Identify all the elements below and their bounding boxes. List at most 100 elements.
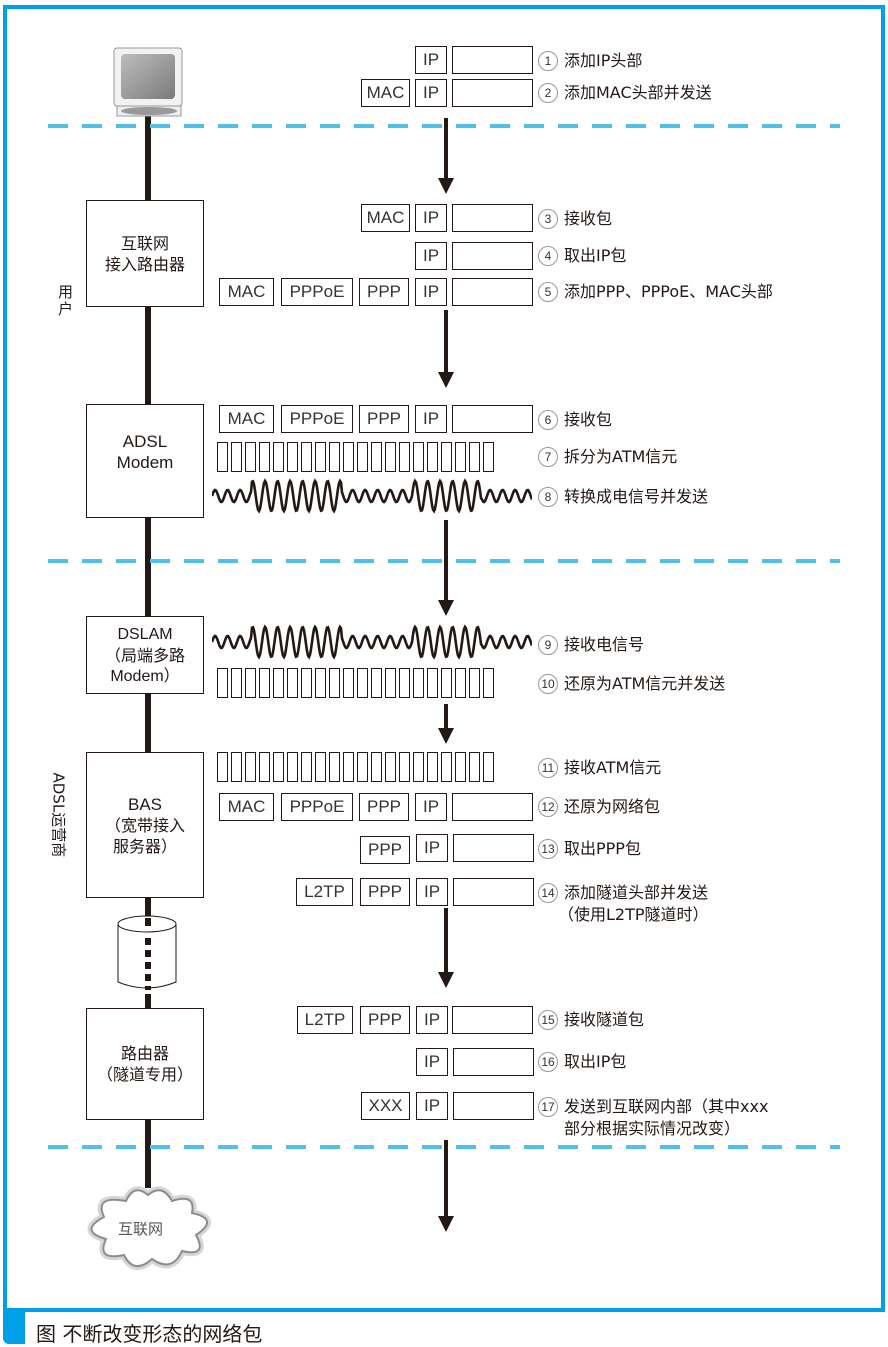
atm-cell [245,752,256,782]
header-ppp: PPP [359,405,409,433]
step-number: 2 [538,83,558,103]
step-text: 转换成电信号并发送 [564,487,709,506]
electric-signal-wave [212,624,532,660]
step-number: 13 [538,839,558,859]
step-text: 还原为ATM信元并发送 [564,674,726,693]
step-text: 添加IP头部 [564,51,643,70]
atm-cell [413,668,424,698]
header-l2tp: L2TP [297,1006,353,1034]
dslam: DSLAM （局端多路 Modem） [86,616,204,694]
flow-arrow [438,310,454,388]
header-pppoe: PPPoE [281,405,353,433]
step-number: 3 [538,209,558,229]
atm-cell [231,442,242,472]
atm-cell [259,752,270,782]
step-text: 添加PPP、PPPoE、MAC头部 [564,282,773,301]
node-label: DSLAM [117,625,173,643]
header-ip: IP [415,79,447,107]
atm-cell [329,442,340,472]
atm-cell [231,752,242,782]
step-text-cont: 部分根据实际情况改变） [564,1119,741,1138]
header-ip: IP [415,46,447,74]
atm-cell [455,442,466,472]
atm-cells [217,752,494,782]
atm-cell [385,752,396,782]
atm-cell [483,752,494,782]
header-ip: IP [416,1048,448,1076]
internet-access-router: 互联网 接入路由器 [86,200,204,307]
step-text: 拆分为ATM信元 [564,447,678,466]
atm-cell [287,442,298,472]
caption-marker [3,1312,25,1344]
atm-cell [441,752,452,782]
link-line [145,896,151,918]
node-label: （局端多路 [104,645,185,665]
atm-cell [371,752,382,782]
step-number: 10 [538,674,558,694]
atm-cell [371,442,382,472]
step-text: 取出IP包 [564,246,627,265]
figure-caption: 图 不断改变形态的网络包 [36,1322,263,1346]
header-mac: MAC [361,204,410,232]
step-text: 接收ATM信元 [564,758,662,777]
tunnel-router: 路由器 （隧道专用） [86,1008,204,1120]
atm-cell [329,668,340,698]
node-label: Modem [116,453,174,472]
header-ip: IP [415,278,447,306]
cloud-icon [87,1186,211,1270]
zone-label-text: ADSL运营商 [49,772,68,858]
atm-cell [273,752,284,782]
link-line [145,116,151,202]
payload [452,793,533,821]
internet-label: 互联网 [118,1220,164,1238]
bas: BAS （宽带接入 服务器） [86,752,204,898]
step-number: 15 [538,1010,558,1030]
atm-cell [441,668,452,698]
atm-cell [399,752,410,782]
step-text-cont: （使用L2TP隧道时） [558,905,709,924]
header-ppp: PPP [359,278,409,306]
step-text: 接收包 [564,410,613,429]
step-number: 14 [538,883,558,903]
payload [452,46,533,74]
step-text: 取出PPP包 [564,839,641,858]
node-label: 互联网 [120,233,169,253]
zone-label-text: 用户 [58,283,74,318]
header-ip: IP [416,1092,448,1120]
atm-cell [455,752,466,782]
step-number: 12 [538,797,558,817]
step-text: 接收电信号 [564,635,645,654]
step-text: 接收隧道包 [564,1010,645,1029]
header-mac: MAC [219,793,274,821]
computer-icon [113,47,183,117]
payload [452,204,533,232]
node-label: Modem） [110,667,180,685]
link-line [145,306,151,406]
link-line [145,994,151,1008]
atm-cell [427,752,438,782]
step-number: 4 [538,246,558,266]
atm-cell [413,442,424,472]
flow-arrow [438,118,454,194]
atm-cell [385,668,396,698]
atm-cell [343,752,354,782]
payload [452,405,533,433]
signal-path [212,478,532,514]
header-pppoe: PPPoE [281,278,353,306]
payload [452,242,533,270]
node-label: （宽带接入 [104,815,185,835]
atm-cell [427,668,438,698]
node-label: 接入路由器 [104,254,185,274]
atm-cell [315,668,326,698]
header-ppp: PPP [359,793,409,821]
payload [452,278,533,306]
header-ip: IP [415,204,447,232]
payload [452,79,533,107]
electric-signal-wave [212,478,532,514]
header-mac: MAC [361,79,410,107]
atm-cell [301,668,312,698]
step-number: 6 [538,410,558,430]
